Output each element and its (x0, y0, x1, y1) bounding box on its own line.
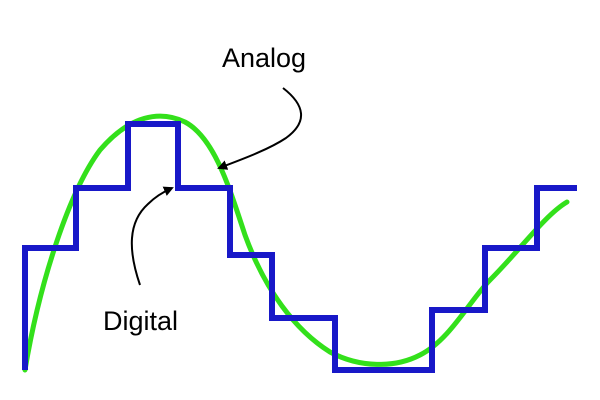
analog-label: Analog (222, 43, 306, 73)
digital-pointer-arrow (130, 186, 174, 286)
analog-wave (22, 113, 570, 373)
digital-wave (22, 121, 577, 373)
analog-pointer-arrow (217, 87, 303, 170)
digital-label: Digital (103, 306, 178, 336)
